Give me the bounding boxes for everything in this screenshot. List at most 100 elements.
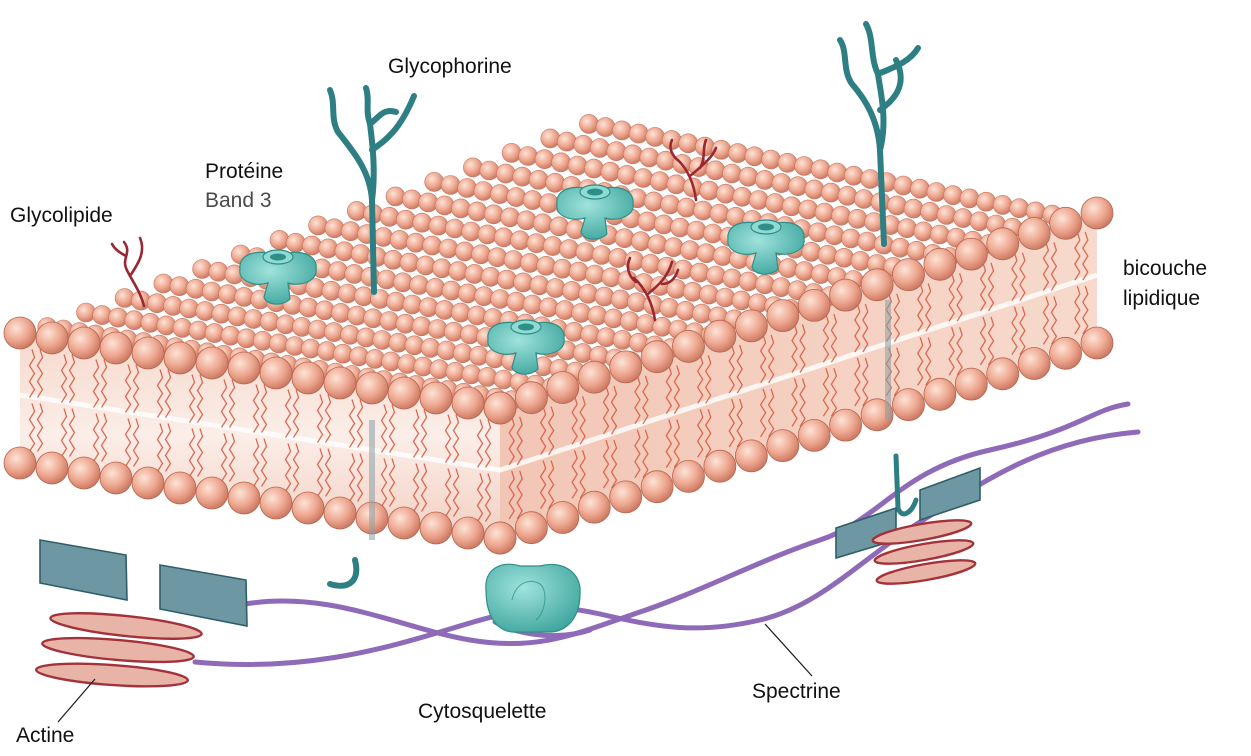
lipid-head [452,517,484,549]
lipid-head [772,278,791,297]
lipid-head [830,279,862,311]
lipid-head [458,179,477,198]
lipid-head [221,326,240,345]
lipid-head [581,325,600,344]
lipid-head [694,201,713,220]
lipid-head [977,192,996,211]
lipid-head [451,303,470,322]
lipid-head [799,200,818,219]
lipid-head [341,222,360,241]
lipid-head [478,225,497,244]
lipid-head [437,341,456,360]
lipid-head [425,172,444,191]
lipid-head [987,358,1019,390]
lipid-head [400,253,419,272]
lipid-head [449,262,468,281]
lipid-head [269,334,288,353]
lipid-head [309,216,328,235]
lipid-head [209,262,228,281]
lipid-head [463,158,482,177]
lipid-head [704,450,736,482]
lipid-head [520,253,539,272]
lipid-head [927,183,946,202]
lipid-head [348,306,367,325]
lipid-head [815,203,834,222]
lipid-head [861,170,880,189]
lipid-head [692,304,711,323]
lipid-head [671,218,690,237]
lipid-head [579,284,598,303]
lipid-head [517,211,536,230]
lipid-head [811,160,830,179]
lipid-head [228,352,260,384]
lipid-head [228,482,260,514]
lipid-head [993,195,1012,214]
lipid-head [1081,327,1113,359]
lipid-head [421,338,440,357]
lipid-head [315,301,334,320]
lipid-head [527,234,546,253]
lipid-head [590,139,609,158]
band3-label: Band 3 [205,189,272,213]
lipid-head [322,281,341,300]
lipid-head [779,259,798,278]
lipid-head [638,212,657,231]
lipid-head [634,169,653,188]
lipid-head [629,124,648,143]
lipid-head [550,217,569,236]
lipid-head [641,471,673,503]
lipid-head [805,180,824,199]
lipid-head [386,187,405,206]
lipid-head [533,214,552,233]
lipid-head [541,129,560,148]
lipid-head [651,277,670,296]
lipid-head [384,250,403,269]
lipid-head [333,344,352,363]
lipid-head [164,296,183,315]
lipid-head [196,477,228,509]
lipid-head [420,382,452,414]
lipid-head [798,289,830,321]
lipid-head [597,328,616,347]
lipid-head [555,301,574,320]
lipid-head [196,302,215,321]
actin-filament [35,660,188,691]
lipid-head [276,315,295,334]
lipid-head [891,238,910,257]
lipid-head [410,276,429,295]
lipid-head [504,251,523,270]
lipid-head [716,184,735,203]
lipid-head [530,276,549,295]
lipid-head [125,311,144,330]
lipid-head [488,248,507,267]
lipid-head [1050,207,1082,239]
lipid-head [387,292,406,311]
lipid-head [809,223,828,242]
lipid-head [553,259,572,278]
lipid-head [347,201,366,220]
lipid-head [472,245,491,264]
lipid-head [423,236,442,255]
lipid-head [683,282,702,301]
lipid-head [546,279,565,298]
lipid-head [497,270,516,289]
lipid-head [562,281,581,300]
lipid-head [677,198,696,217]
ankyrin-complex [486,564,580,632]
lipid-head [502,143,521,162]
lipid-head [728,144,747,163]
lipid-head [374,228,393,247]
lipid-head [703,224,722,243]
lipid-head [970,212,989,231]
lipid-head [351,245,370,264]
lipid-head [795,262,814,281]
lipid-head [441,176,460,195]
lipid-head [914,222,933,241]
lipid-head [830,409,862,441]
proteine-label: Protéine [205,160,283,184]
lipid-head [782,197,801,216]
lipid-head [451,199,470,218]
lipid-head [844,166,863,185]
lipid-head [345,264,364,283]
lipid-head [821,183,840,202]
